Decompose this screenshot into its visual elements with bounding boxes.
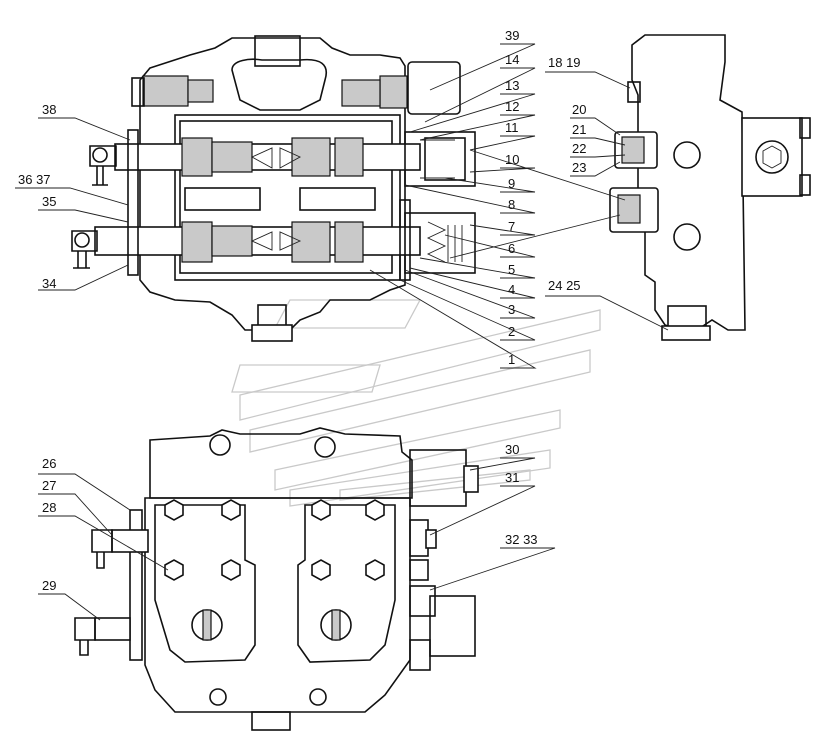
callout-36-37: 36 37 [18, 172, 51, 187]
callout-27: 27 [42, 478, 56, 493]
callout-8: 8 [508, 197, 515, 212]
callout-11: 11 [505, 120, 519, 135]
callout-5: 5 [508, 262, 515, 277]
callout-9: 9 [508, 176, 515, 191]
callout-13: 13 [505, 78, 519, 93]
callout-29: 29 [42, 578, 56, 593]
valve-side-view [609, 34, 811, 341]
callout-7: 7 [508, 219, 515, 234]
callout-1: 1 [508, 352, 515, 367]
callout-32-33: 32 33 [505, 532, 538, 547]
callout-34: 34 [42, 276, 56, 291]
callout-3: 3 [508, 302, 515, 317]
callout-2: 2 [508, 324, 515, 339]
callout-labels: 39 14 13 12 11 10 9 8 7 6 5 4 3 2 1 18 1… [18, 28, 586, 593]
callout-14: 14 [505, 52, 519, 67]
callout-4: 4 [508, 282, 515, 297]
valve-bottom-view [74, 427, 479, 731]
callout-18-19: 18 19 [548, 55, 581, 70]
callout-23: 23 [572, 160, 586, 175]
callout-6: 6 [508, 241, 515, 256]
callout-20: 20 [572, 102, 586, 117]
callout-12: 12 [505, 99, 519, 114]
callout-26: 26 [42, 456, 56, 471]
callout-10: 10 [505, 152, 519, 167]
callout-22: 22 [572, 141, 586, 156]
callout-39: 39 [505, 28, 519, 43]
leader-lines [15, 43, 669, 621]
callout-38: 38 [42, 102, 56, 117]
valve-section-top [71, 35, 476, 342]
callout-28: 28 [42, 500, 56, 515]
callout-30: 30 [505, 442, 519, 457]
callout-35: 35 [42, 194, 56, 209]
callout-24-25: 24 25 [548, 278, 581, 293]
callout-31: 31 [505, 470, 519, 485]
callout-21: 21 [572, 122, 586, 137]
